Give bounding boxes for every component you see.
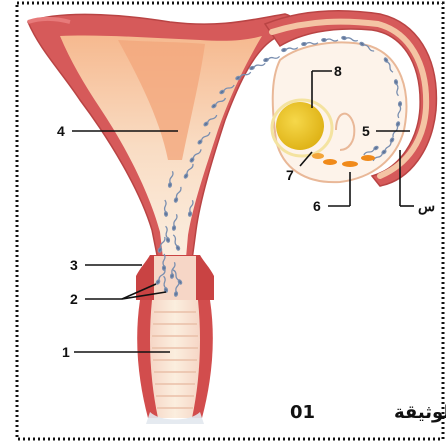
label-7: 7	[286, 167, 294, 183]
label-5: 5	[362, 123, 370, 139]
label-6: 6	[313, 198, 321, 214]
caption-text: الوثيقة	[394, 402, 446, 423]
sperm-cell	[264, 55, 280, 62]
sperm-cell	[342, 36, 358, 42]
caption-number: 01	[290, 402, 315, 423]
label-3: 3	[70, 257, 78, 273]
uterus	[28, 14, 293, 260]
vagina	[137, 300, 213, 424]
label-s: س	[418, 198, 435, 215]
fallopian-tube	[265, 11, 436, 186]
label-8: 8	[334, 63, 342, 79]
label-4: 4	[57, 123, 65, 139]
oocyte	[276, 102, 324, 150]
label-2: 2	[70, 291, 78, 307]
label-1: 1	[62, 344, 70, 360]
sperm-cell	[322, 39, 338, 42]
